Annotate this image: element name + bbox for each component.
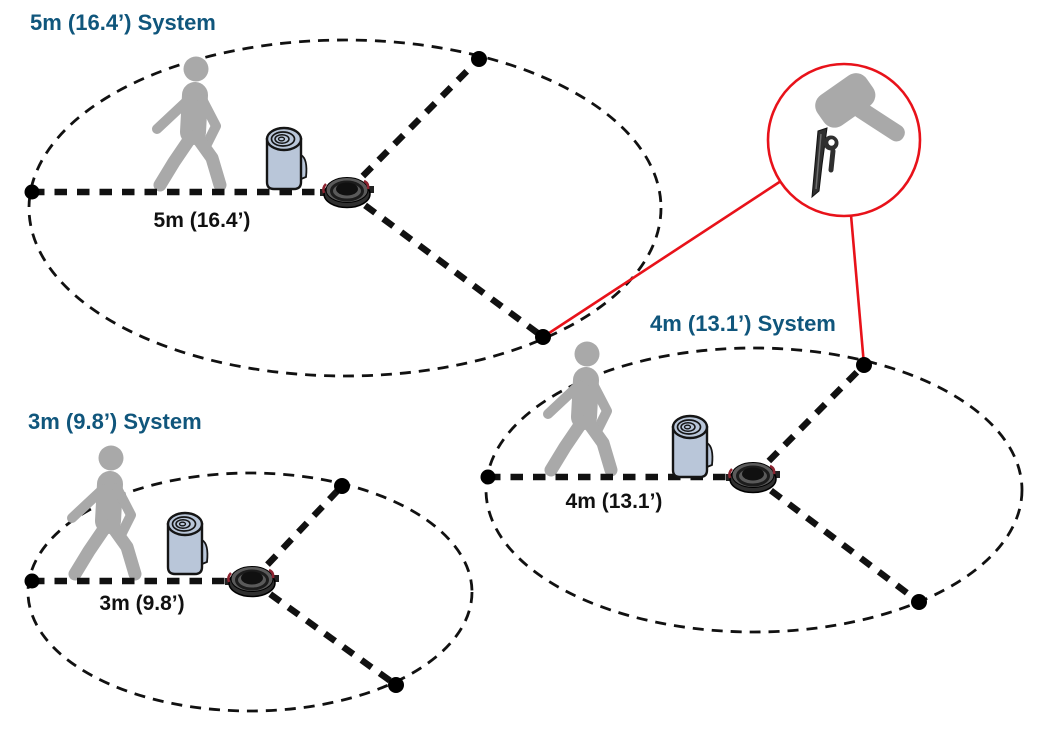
mat-roll-icon [265,126,308,191]
mat-roll-icon [166,511,209,576]
mat-roll-icon [671,414,714,479]
spoke-line-5m-upper [344,56,482,195]
walking-person-icon [548,342,611,471]
walking-person-icon [72,446,135,575]
clearance-zone-5m [27,38,663,378]
spoke-line-3m-upper [249,483,345,584]
radius-label-4m: 4m (13.1’) [566,490,663,513]
ground-anchor-icon [318,176,376,209]
radius-label-3m: 3m (9.8’) [99,592,184,615]
system-title-3m: 3m (9.8’) System [28,409,202,434]
anchor-point-dot [911,594,927,610]
spoke-line-5m-lower [345,189,545,340]
ground-anchor-icon [724,461,782,494]
anchor-point-dot [388,677,404,693]
stake-callout [766,62,922,218]
anchor-point-dot [480,469,496,485]
callout-circle [766,62,922,218]
anchor-point-dot [24,184,40,200]
system-title-5m: 5m (16.4’) System [30,10,216,35]
walking-person-icon [157,57,220,186]
system-title-4m: 4m (13.1’) System [650,311,836,336]
radius-label-5m: 5m (16.4’) [154,209,251,232]
spoke-line-4m-upper [750,362,867,480]
anchor-point-dot [471,51,487,67]
ground-anchor-icon [223,565,281,598]
clearance-zone-4m [484,346,1024,634]
clearance-zone-3m [26,471,474,713]
spoke-line-3m-lower [250,578,398,688]
callout-connector-line-4m [849,214,866,366]
spoke-line-4m-lower [751,474,921,605]
anchor-point-dot [856,357,872,373]
tent-stake-icon [811,127,839,199]
mallet-icon [815,73,905,142]
anchor-point-dot [334,478,350,494]
anchor-point-dot [535,329,551,345]
anchor-point-dot [24,573,40,589]
callout-connector-line-5m [542,179,782,339]
